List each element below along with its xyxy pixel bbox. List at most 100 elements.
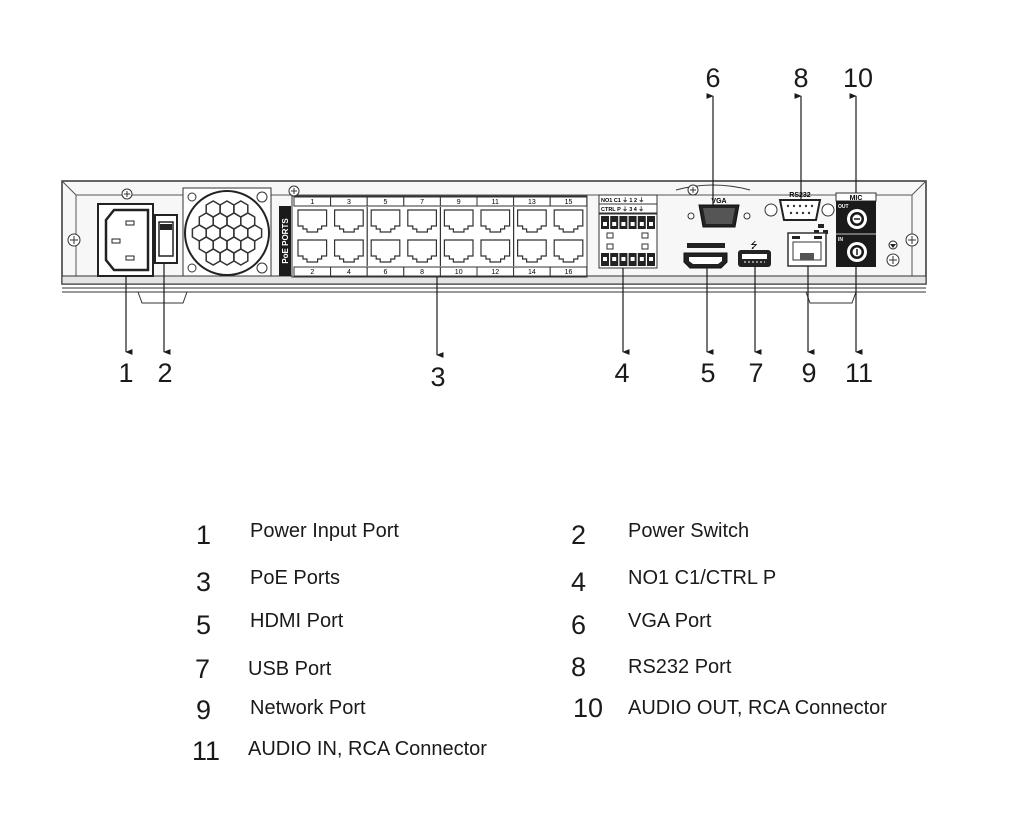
callout-4: 4 (614, 358, 630, 388)
terminal-screw (630, 222, 635, 226)
legend-label-5: HDMI Port (250, 610, 344, 632)
rj45-jack (553, 209, 584, 233)
poe-port-number: 16 (565, 269, 573, 276)
rs232-label: RS232 (789, 192, 811, 199)
terminal-screw (639, 257, 644, 261)
screw-icon (905, 233, 919, 247)
power-input-port (97, 203, 154, 277)
audio-in-rca (847, 242, 867, 262)
poe-port-number: 10 (455, 269, 463, 276)
vga-label: VGA (711, 198, 726, 205)
alarm-row1-label: NO1 C1 ⏚ 1 2 ⏚ (601, 197, 644, 204)
terminal-screw (621, 257, 626, 261)
terminal-screw (649, 222, 653, 226)
callout-2: 2 (157, 358, 173, 388)
rs232-port: RS232 (764, 192, 835, 221)
poe-port-number: 6 (384, 269, 388, 276)
poe-label-cell (549, 266, 588, 277)
poe-port-number: 2 (310, 269, 314, 276)
rj45-jack (443, 239, 474, 263)
poe-port-number: 12 (491, 269, 499, 276)
poe-label-cell (549, 196, 588, 207)
callout-8: 8 (793, 63, 809, 93)
callout-lines (125, 93, 863, 358)
rj45-jack (517, 239, 547, 263)
rj45-jack (517, 209, 547, 233)
network-port (787, 224, 828, 267)
terminal-screw (649, 257, 653, 261)
legend-num-2: 2 (571, 520, 587, 550)
rj45-jack (334, 239, 364, 263)
callout-1: 1 (118, 358, 134, 388)
audio-out-rca (847, 209, 867, 229)
rj45-jack (297, 239, 328, 263)
rj45-jack (553, 239, 584, 263)
network-icon (814, 224, 828, 234)
legend-num-7: 7 (195, 654, 211, 684)
screw-icon (121, 188, 133, 200)
ground-icon (888, 240, 898, 250)
legend-label-10: AUDIO OUT, RCA Connector (628, 697, 887, 719)
legend-num-10: 10 (573, 693, 604, 723)
legend-num-9: 9 (196, 695, 212, 725)
callout-10: 10 (842, 63, 874, 93)
rj45-jack (407, 209, 437, 233)
legend-label-11: AUDIO IN, RCA Connector (248, 738, 487, 760)
poe-port-number: 3 (347, 199, 351, 206)
legend-label-6: VGA Port (628, 610, 712, 632)
legend-label-8: RS232 Port (628, 656, 732, 678)
rj45-jack (443, 209, 474, 233)
poe-port-number: 14 (528, 269, 536, 276)
poe-port-number: 13 (528, 199, 536, 206)
terminal-screw (621, 222, 626, 226)
legend-num-1: 1 (196, 520, 212, 550)
alarm-row2-label: CTRL P ⏚ 3 4 ⏚ (601, 206, 644, 213)
terminal-screw (612, 257, 617, 261)
terminal-screw (603, 222, 607, 226)
poe-port-number: 1 (310, 199, 314, 206)
terminal-screw (630, 257, 635, 261)
rj45-jack (370, 209, 401, 233)
screw-icon (67, 233, 81, 247)
usb-icon: ⭍ (750, 240, 758, 250)
legend-num-3: 3 (196, 567, 212, 597)
callout-9: 9 (801, 358, 817, 388)
poe-port-number: 15 (565, 199, 573, 206)
mic-label: MIC (850, 195, 863, 202)
fan-hex-cell (233, 248, 249, 266)
legend-label-1: Power Input Port (250, 520, 399, 542)
poe-port-number: 4 (347, 269, 351, 276)
poe-port-number: 7 (420, 199, 424, 206)
rj45-jack (480, 239, 511, 263)
vga-port: VGA (675, 184, 751, 228)
fan-grille (182, 187, 272, 277)
screw-icon (886, 253, 900, 267)
rj45-jack (370, 239, 401, 263)
in-label: IN (838, 237, 843, 243)
poe-port-number: 11 (492, 199, 499, 206)
terminal-screw (603, 257, 607, 261)
poe-port-number: 8 (420, 269, 424, 276)
legend-label-7: USB Port (248, 658, 332, 680)
legend-label-3: PoE Ports (250, 567, 341, 589)
rj45-jack (334, 209, 364, 233)
terminal-screw (612, 222, 617, 226)
rj45-jack (480, 209, 511, 233)
rj45-jack (297, 209, 328, 233)
poe-port-number: 9 (457, 199, 461, 206)
legend-num-11: 11 (192, 736, 221, 766)
legend-num-8: 8 (571, 652, 587, 682)
audio-block: MIC OUT IN (835, 192, 877, 267)
rj45-jack (407, 239, 437, 263)
callout-3: 3 (430, 362, 446, 392)
poe-ports-label: PoE PORTS (281, 218, 290, 264)
alarm-terminal-block: NO1 C1 ⏚ 1 2 ⏚ CTRL P ⏚ 3 4 ⏚ (598, 194, 658, 269)
callout-11: 11 (844, 358, 874, 388)
legend-label-2: Power Switch (628, 520, 750, 542)
legend-label-4: NO1 C1/CTRL P (628, 567, 777, 589)
usb-port: ⭍ (738, 240, 771, 267)
out-label: OUT (838, 204, 849, 210)
callout-6: 6 (705, 63, 721, 93)
